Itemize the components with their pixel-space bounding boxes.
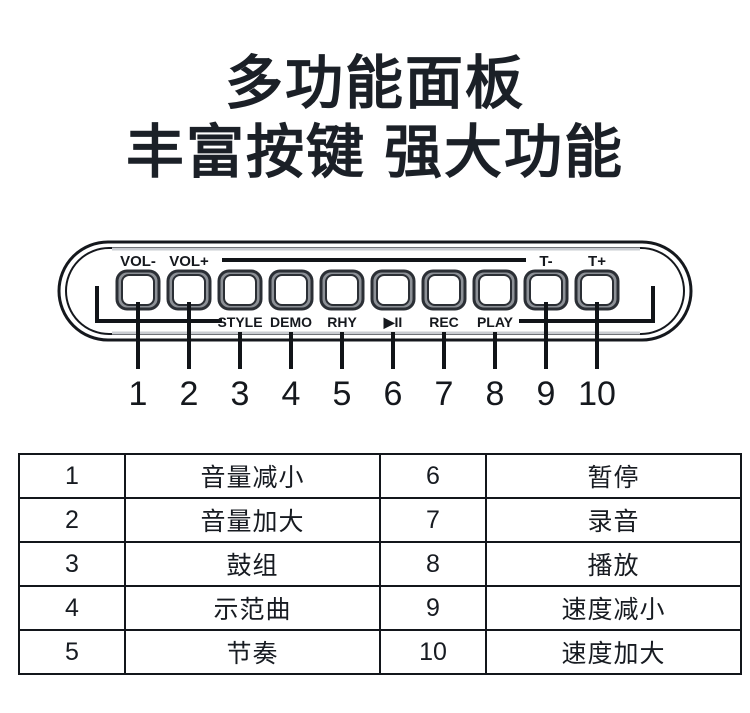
panel-illustration: VOL- VOL+ T- T+ STYLE DEMO RHY ▶II REC P… bbox=[57, 240, 693, 413]
panel-button-row bbox=[115, 269, 620, 311]
legend-number-right: 8 bbox=[379, 541, 487, 587]
legend-label-left: 节奏 bbox=[124, 629, 381, 675]
control-panel-diagram: VOL- VOL+ T- T+ STYLE DEMO RHY ▶II REC P… bbox=[0, 228, 750, 418]
table-row: 1 音量减小 6 暂停 bbox=[18, 453, 742, 499]
legend-number-right: 7 bbox=[379, 497, 487, 543]
legend-label-right: 速度减小 bbox=[485, 585, 742, 631]
callout-number-row: 1 2 3 4 5 6 7 8 9 10 bbox=[129, 375, 616, 413]
label-rec: REC bbox=[429, 314, 459, 330]
callout-number-1: 1 bbox=[129, 375, 148, 413]
legend-label-right: 暂停 bbox=[485, 453, 742, 499]
legend-table: 1 音量减小 6 暂停 2 音量加大 7 录音 3 鼓组 8 播放 4 示范曲 … bbox=[18, 453, 742, 675]
label-play: PLAY bbox=[477, 314, 514, 330]
legend-label-left: 音量减小 bbox=[124, 453, 381, 499]
callout-number-4: 4 bbox=[282, 375, 301, 413]
table-row: 5 节奏 10 速度加大 bbox=[18, 629, 742, 675]
label-demo: DEMO bbox=[270, 314, 312, 330]
legend-number-right: 6 bbox=[379, 453, 487, 499]
panel-button-5[interactable] bbox=[319, 269, 365, 311]
right-bracket bbox=[519, 286, 655, 323]
legend-label-left: 示范曲 bbox=[124, 585, 381, 631]
legend-number-left: 4 bbox=[18, 585, 126, 631]
label-vol-plus: VOL+ bbox=[169, 253, 209, 270]
table-row: 2 音量加大 7 录音 bbox=[18, 497, 742, 543]
label-tempo-minus: T- bbox=[539, 253, 552, 270]
legend-label-left: 音量加大 bbox=[124, 497, 381, 543]
panel-button-6[interactable] bbox=[370, 269, 416, 311]
callout-number-5: 5 bbox=[333, 375, 352, 413]
legend-number-left: 1 bbox=[18, 453, 126, 499]
label-style: STYLE bbox=[217, 314, 262, 330]
legend-number-right: 9 bbox=[379, 585, 487, 631]
label-vol-minus: VOL- bbox=[120, 253, 156, 270]
callout-number-3: 3 bbox=[231, 375, 250, 413]
legend-label-left: 鼓组 bbox=[124, 541, 381, 587]
headline-line-primary: 多功能面板 bbox=[224, 51, 525, 116]
legend-label-right: 播放 bbox=[485, 541, 742, 587]
label-play-pause-icon: ▶II bbox=[383, 314, 403, 330]
panel-button-2[interactable] bbox=[166, 269, 212, 311]
legend-number-left: 2 bbox=[18, 497, 126, 543]
legend-label-right: 速度加大 bbox=[485, 629, 742, 675]
table-row: 3 鼓组 8 播放 bbox=[18, 541, 742, 587]
panel-button-4[interactable] bbox=[268, 269, 314, 311]
leader-lines bbox=[136, 302, 599, 369]
label-rhy: RHY bbox=[327, 314, 357, 330]
legend-number-right: 10 bbox=[379, 629, 487, 675]
headline-block: 多功能面板 丰富按键 强大功能 bbox=[0, 51, 750, 186]
headline-line-secondary: 丰富按键 强大功能 bbox=[125, 119, 625, 185]
legend-number-left: 5 bbox=[18, 629, 126, 675]
legend-table-container: 1 音量减小 6 暂停 2 音量加大 7 录音 3 鼓组 8 播放 4 示范曲 … bbox=[18, 453, 742, 675]
panel-button-3[interactable] bbox=[217, 269, 263, 311]
callout-number-9: 9 bbox=[537, 375, 556, 413]
left-bracket bbox=[95, 286, 222, 323]
callout-number-6: 6 bbox=[384, 375, 403, 413]
legend-number-left: 3 bbox=[18, 541, 126, 587]
panel-button-9[interactable] bbox=[523, 269, 569, 311]
label-tempo-plus: T+ bbox=[588, 253, 606, 270]
panel-button-8[interactable] bbox=[472, 269, 518, 311]
callout-number-2: 2 bbox=[180, 375, 199, 413]
table-row: 4 示范曲 9 速度减小 bbox=[18, 585, 742, 631]
callout-number-8: 8 bbox=[486, 375, 505, 413]
callout-number-10: 10 bbox=[578, 375, 616, 413]
legend-label-right: 录音 bbox=[485, 497, 742, 543]
callout-number-7: 7 bbox=[435, 375, 454, 413]
panel-button-7[interactable] bbox=[421, 269, 467, 311]
